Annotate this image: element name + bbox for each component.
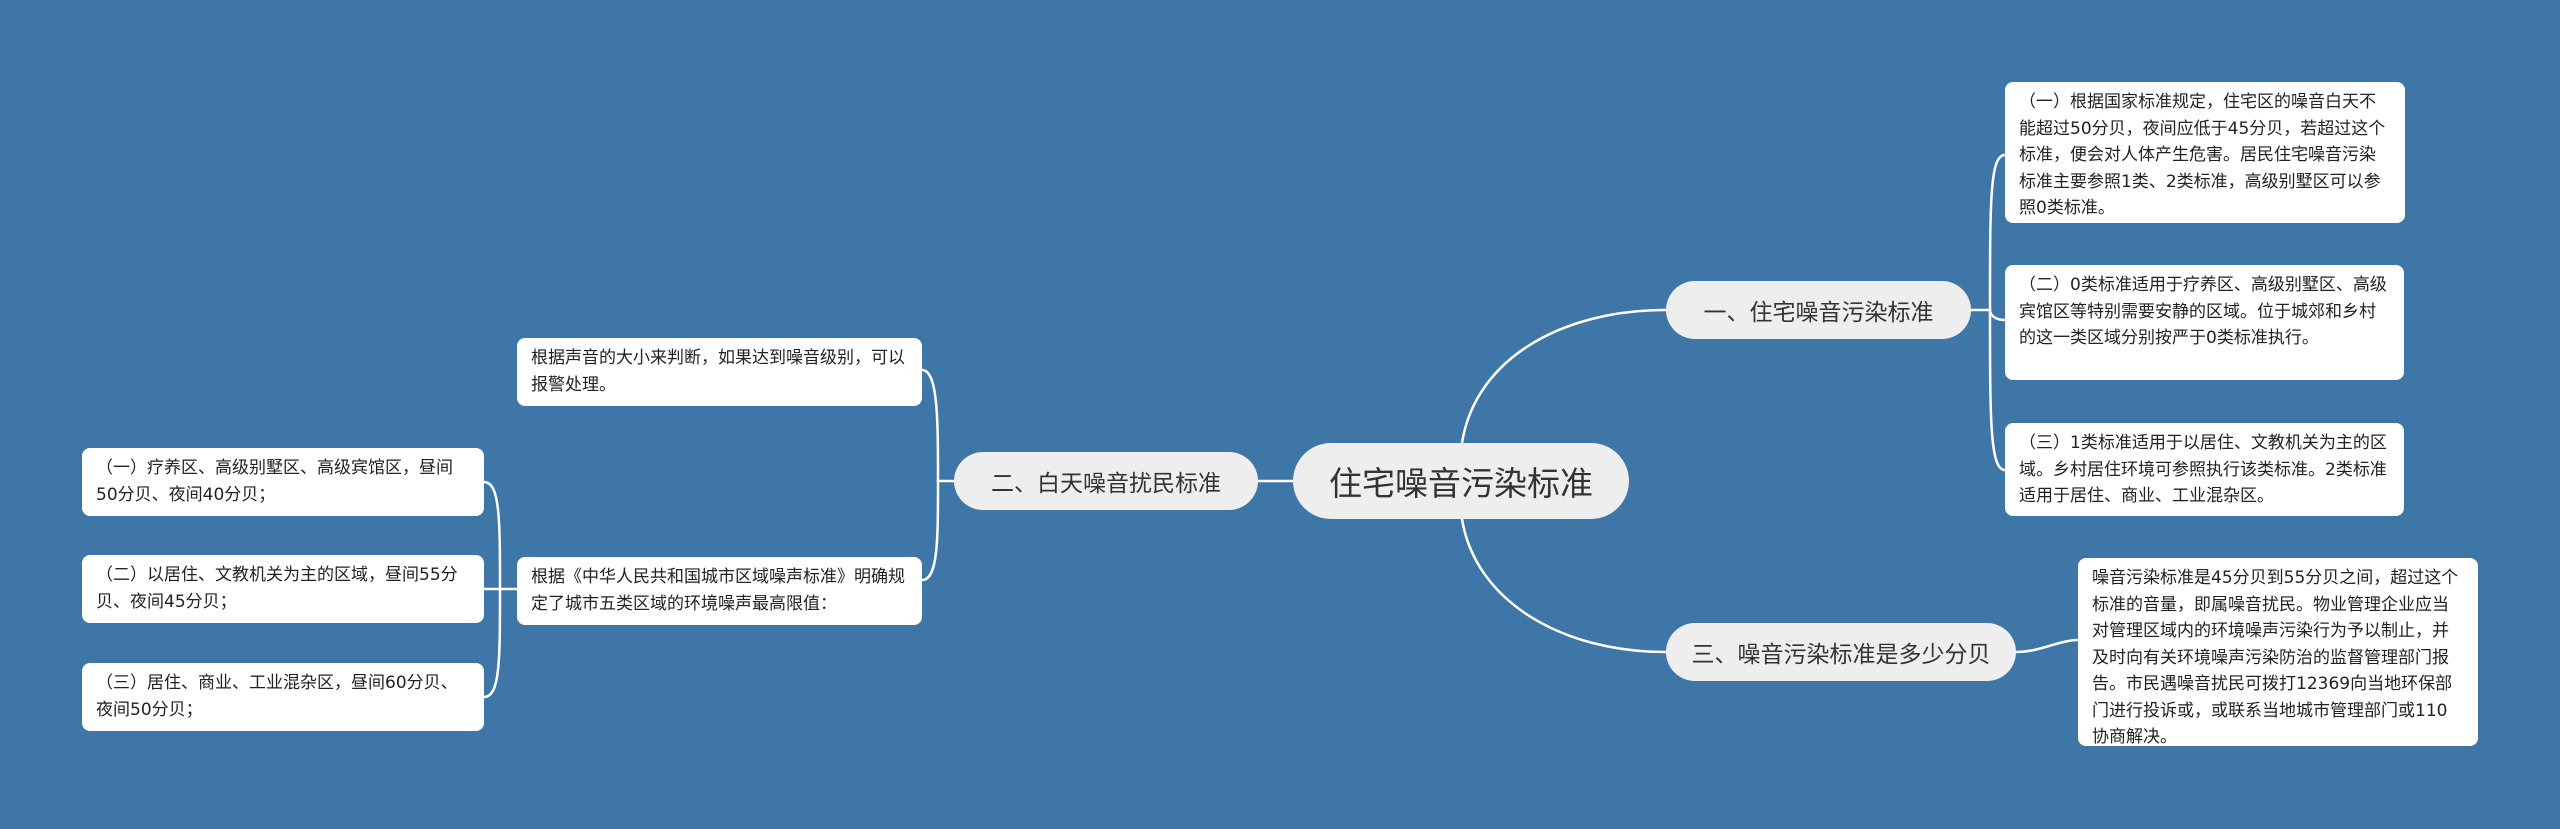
link-branch1-leaf1 [1988, 153, 2007, 312]
branch-2-leaf-1[interactable]: 根据声音的大小来判断，如果达到噪音级别，可以报警处理。 [517, 338, 922, 406]
branch-2-sub-leaf-3[interactable]: （三）居住、商业、工业混杂区，昼间60分贝、夜间50分贝； [82, 663, 484, 731]
branch-1-leaf-1[interactable]: （一）根据国家标准规定，住宅区的噪音白天不能超过50分贝，夜间应低于45分贝，若… [2005, 82, 2405, 223]
branch-2-sub-leaf-2[interactable]: （二）以居住、文教机关为主的区域，昼间55分贝、夜间45分贝； [82, 555, 484, 623]
link-branch1-leaf2 [1988, 308, 2007, 322]
branch-2-topic[interactable]: 二、白天噪音扰民标准 [954, 452, 1258, 510]
branch-3-leaf-1[interactable]: 噪音污染标准是45分贝到55分贝之间，超过这个标准的音量，即属噪音扰民。物业管理… [2078, 558, 2478, 746]
link-branch2-leaf2 [920, 479, 940, 582]
central-topic[interactable]: 住宅噪音污染标准 [1293, 443, 1629, 519]
link-root-branch3 [1460, 517, 1668, 654]
link-root-branch1 [1460, 308, 1668, 445]
branch-1-leaf-3[interactable]: （三）1类标准适用于以居住、文教机关为主的区域。乡村居住环境可参照执行该类标准。… [2005, 423, 2404, 516]
branch-2-sub-leaf-1[interactable]: （一）疗养区、高级别墅区、高级宾馆区，昼间50分贝、夜间40分贝； [82, 448, 484, 516]
link-branch1-leaf3 [1988, 308, 2007, 472]
link-sub-leaf3 [482, 587, 502, 699]
link-branch2-leaf1 [920, 368, 940, 483]
branch-2-leaf-2[interactable]: 根据《中华人民共和国城市区域噪声标准》明确规定了城市五类区域的环境噪声最高限值： [517, 557, 922, 625]
branch-1-topic[interactable]: 一、住宅噪音污染标准 [1666, 281, 1971, 339]
link-sub-leaf1 [482, 480, 502, 591]
link-branch3-leaf1 [2014, 638, 2080, 654]
branch-3-topic[interactable]: 三、噪音污染标准是多少分贝 [1666, 623, 2016, 681]
branch-1-leaf-2[interactable]: （二）0类标准适用于疗养区、高级别墅区、高级宾馆区等特别需要安静的区域。位于城郊… [2005, 265, 2404, 380]
